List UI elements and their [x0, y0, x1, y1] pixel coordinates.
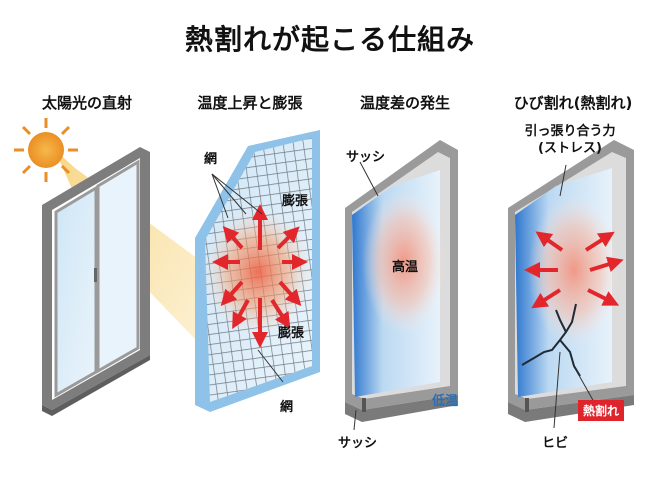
label-crack: ヒビ: [542, 436, 569, 451]
heading-temperature-difference: 温度差の発生: [359, 94, 450, 112]
label-high-temp: 高温: [392, 260, 419, 275]
framed-glass-pane: [345, 140, 458, 422]
page-title: 熱割れが起こる仕組み: [184, 23, 475, 56]
label-net-top: 網: [204, 152, 218, 167]
label-expand-bottom: 膨張: [278, 326, 305, 341]
cracked-glass-pane: [508, 140, 634, 422]
stress-leader-line: [553, 164, 595, 429]
expansion-arrows: [212, 204, 308, 348]
label-expand-top: 膨張: [282, 194, 309, 209]
wired-glass-pane: [195, 130, 320, 412]
sliding-window: [42, 147, 150, 416]
label-stress-line2: (ストレス): [538, 141, 602, 156]
heading-thermal-crack: ひび割れ(熱割れ): [513, 94, 633, 112]
sun-icon: [14, 118, 78, 182]
sash-leader-lines: [353, 161, 379, 431]
label-sash-bottom: サッシ: [338, 436, 378, 451]
label-low-temp: 低温: [432, 394, 459, 409]
heading-direct-sunlight: 太陽光の直射: [41, 94, 132, 112]
label-stress: 引っ張り合う力 (ストレス): [510, 123, 630, 157]
stress-arrows: [524, 231, 624, 309]
heading-temperature-rise: 温度上昇と膨張: [197, 94, 303, 112]
label-sash-top: サッシ: [346, 150, 386, 165]
net-leader-lines: [211, 173, 284, 383]
label-net-bottom: 網: [280, 400, 294, 415]
label-thermal-crack-badge: 熱割れ: [578, 400, 625, 421]
label-stress-line1: 引っ張り合う力: [524, 124, 616, 139]
